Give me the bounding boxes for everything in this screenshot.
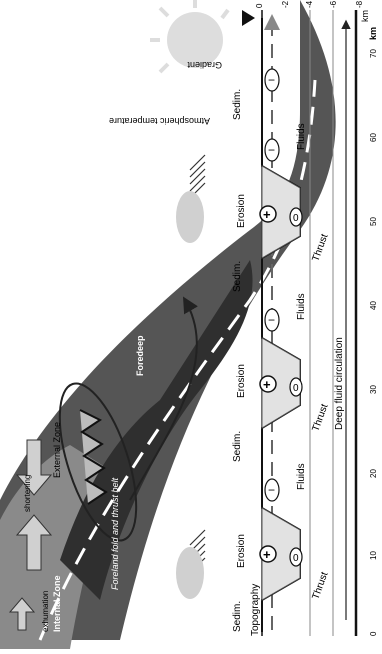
x-axis: 0 10 20 30 40 50 60 70 km: [368, 27, 378, 636]
fluids-label: Fluids: [296, 293, 307, 320]
zero-sign: 0: [293, 383, 299, 394]
depth-tick: -4: [305, 0, 314, 8]
depth-tick: -2: [281, 0, 290, 8]
internal-zone-label: Internal Zone: [52, 575, 62, 632]
minus-sign: −: [268, 143, 275, 157]
x-tick: 0: [369, 631, 378, 636]
depth-tick: 0: [255, 3, 264, 8]
sedim-label: Sedim.: [232, 601, 243, 632]
x-tick: 70: [369, 49, 378, 58]
gradient-arrow: [242, 10, 255, 26]
x-tick: 40: [369, 301, 378, 310]
thrust-label: Thrust: [310, 232, 330, 263]
foredeep-label: Foredeep: [135, 335, 145, 376]
depth-tick: -6: [329, 0, 338, 8]
depth-tick: -8: [355, 0, 364, 8]
minus-sign: −: [268, 483, 275, 497]
erosion-label: Erosion: [236, 534, 247, 568]
fluids-label: Fluids: [296, 123, 307, 150]
x-tick: 60: [369, 133, 378, 142]
deep-fluid-label: Deep fluid circulation: [334, 337, 345, 430]
topography-label: Topography: [250, 584, 261, 636]
thrust-label: Thrust: [310, 570, 330, 601]
atm-temp-label: Atmospheric temperature: [109, 116, 210, 126]
x-tick: 20: [369, 469, 378, 478]
erosion-label: Erosion: [236, 194, 247, 228]
cloud-2: [176, 191, 204, 243]
external-zone-label: External Zone: [52, 422, 62, 478]
plus-sign: +: [263, 547, 271, 562]
foreland-belt-label: Foreland fold and thrust belt: [110, 477, 120, 590]
x-tick: 50: [369, 217, 378, 226]
x-tick: 10: [369, 551, 378, 560]
fluids-label: Fluids: [296, 463, 307, 490]
plus-sign: +: [263, 377, 271, 392]
shortening-label: shortening: [23, 475, 32, 512]
minus-sign-extra: −: [268, 73, 275, 87]
thrust-label: Thrust: [310, 402, 330, 433]
last-sedim-label: Sedim.: [232, 89, 243, 120]
depth-unit: km: [360, 10, 370, 22]
erosion-label: Erosion: [236, 364, 247, 398]
minus-sign: −: [268, 313, 275, 327]
x-axis-unit: km: [368, 27, 378, 40]
sedim-label: Sedim.: [232, 431, 243, 462]
plus-sign: +: [263, 207, 271, 222]
depth-axis: 0 -2 -4 -6 -8 km: [255, 0, 370, 22]
gradient-label: Gradient: [187, 60, 222, 70]
x-tick: 30: [369, 385, 378, 394]
cloud-1: [176, 547, 204, 599]
zero-sign: 0: [293, 213, 299, 224]
exhumation-label: exhumation: [41, 591, 50, 632]
zero-sign: 0: [293, 553, 299, 564]
sedim-label: Sedim.: [232, 261, 243, 292]
